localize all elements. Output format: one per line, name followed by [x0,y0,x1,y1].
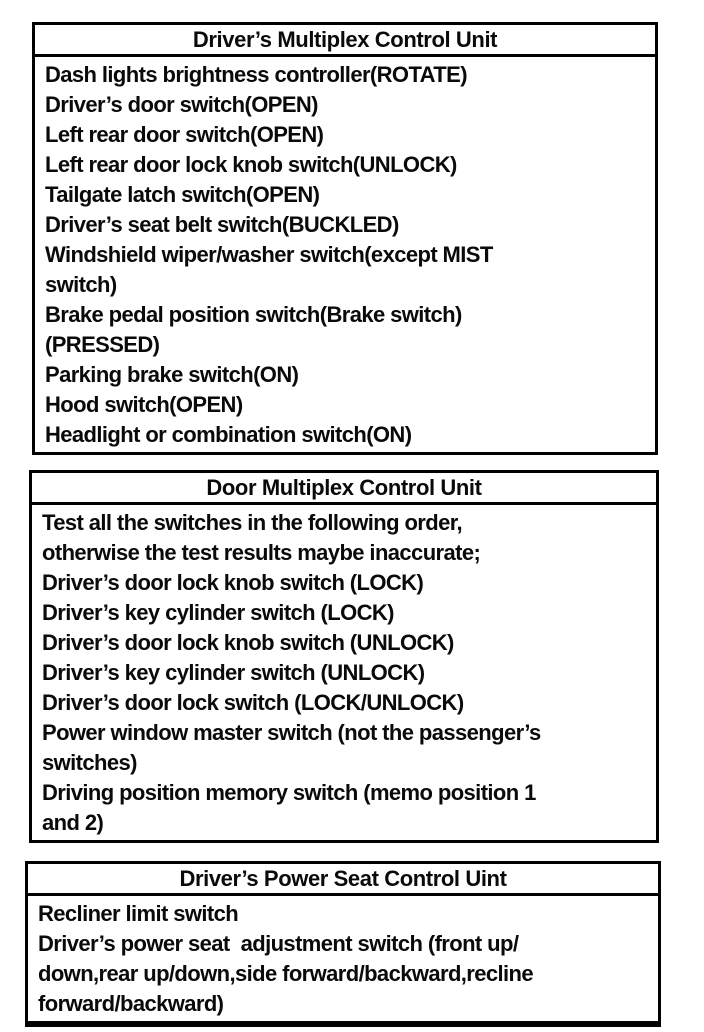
table-drivers-multiplex-control-unit: Driver’s Multiplex Control Unit Dash lig… [32,22,658,455]
list-item: Brake pedal position switch(Brake switch… [45,302,462,327]
list-item-continuation: switches) [42,750,137,775]
list-item: Windshield wiper/washer switch(except MI… [45,242,493,267]
list-item: Hood switch(OPEN) [45,392,243,417]
table-drivers-power-seat-control-unit: Driver’s Power Seat Control Uint Recline… [25,861,661,1027]
list-item: Dash lights brightness controller(ROTATE… [45,62,468,87]
list-item-continuation: and 2) [42,810,104,835]
list-item: Driver’s door lock switch (LOCK/UNLOCK) [42,690,464,715]
list-item: Tailgate latch switch(OPEN) [45,182,320,207]
list-item-continuation: (PRESSED) [45,332,160,357]
list-item: Driver’s door lock knob switch (UNLOCK) [42,630,454,655]
list-item: Left rear door switch(OPEN) [45,122,324,147]
table-title: Door Multiplex Control Unit [32,473,656,505]
list-item: Left rear door lock knob switch(UNLOCK) [45,152,457,177]
list-item: Driver’s door switch(OPEN) [45,92,319,117]
list-item-continuation: forward/backward) [38,991,224,1016]
list-item-continuation: down,rear up/down,side forward/backward,… [38,961,534,986]
list-item: Driver’s door lock knob switch (LOCK) [42,570,424,595]
note-text: Test all the switches in the following o… [42,510,463,535]
list-item: Driver’s seat belt switch(BUCKLED) [45,212,399,237]
list-item: Driver’s key cylinder switch (LOCK) [42,600,395,625]
note-text: otherwise the test results maybe inaccur… [42,540,481,565]
table-title: Driver’s Multiplex Control Unit [35,25,655,57]
list-item: Power window master switch (not the pass… [42,720,541,745]
table-title: Driver’s Power Seat Control Uint [28,864,658,896]
list-item: Headlight or combination switch(ON) [45,422,412,447]
list-item: Driver’s power seat adjustment switch (f… [38,931,519,956]
list-item-continuation: switch) [45,272,117,297]
table-body: Test all the switches in the following o… [32,505,656,840]
list-item: Parking brake switch(ON) [45,362,299,387]
table-door-multiplex-control-unit: Door Multiplex Control Unit Test all the… [29,470,659,843]
table-body: Dash lights brightness controller(ROTATE… [35,57,655,452]
list-item: Recliner limit switch [38,901,239,926]
list-item: Driving position memory switch (memo pos… [42,780,536,805]
table-body: Recliner limit switch Driver’s power sea… [28,896,658,1021]
list-item: Driver’s key cylinder switch (UNLOCK) [42,660,425,685]
